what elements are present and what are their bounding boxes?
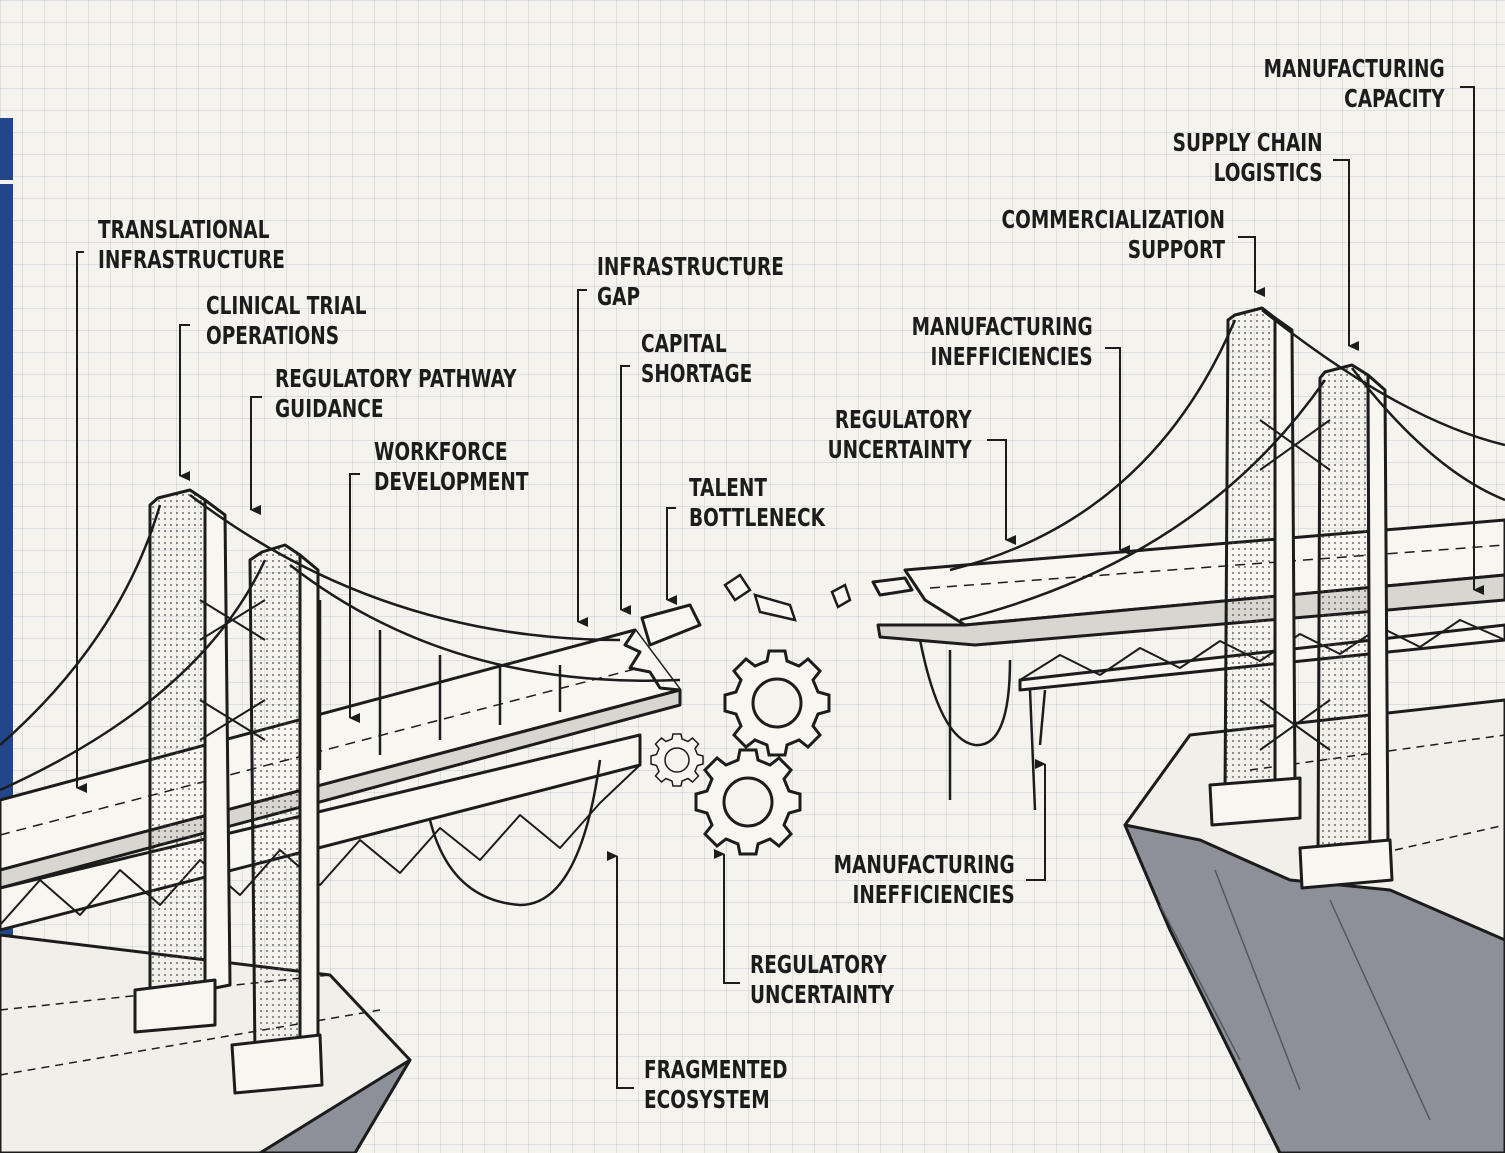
label-regulatory-uncertainty-top: REGULATORY UNCERTAINTY: [828, 405, 972, 465]
right-tower-front: [1298, 363, 1394, 890]
label-line: FRAGMENTED: [644, 1055, 788, 1084]
label-line: LOGISTICS: [1214, 158, 1323, 187]
leader-infrastructure-gap: [577, 289, 588, 627]
label-regulatory-pathway-guidance: REGULATORY PATHWAY GUIDANCE: [275, 364, 517, 424]
label-talent-bottleneck: TALENT BOTTLENECK: [689, 473, 825, 533]
leader-regulatory-pathway-guidance: [250, 396, 262, 515]
leader-translational-infrastructure: [76, 251, 87, 793]
leader-fragmented-ecosystem: [607, 851, 634, 1089]
label-line: UNCERTAINTY: [750, 980, 895, 1009]
label-line: TALENT: [689, 473, 768, 502]
leader-talent-bottleneck: [666, 507, 677, 605]
label-line: REGULATORY PATHWAY: [275, 364, 517, 393]
label-manufacturing-inefficiencies-top: MANUFACTURING INEFFICIENCIES: [912, 312, 1093, 372]
leader-supply-chain-logistics: [1333, 159, 1359, 351]
label-workforce-development: WORKFORCE DEVELOPMENT: [374, 437, 529, 497]
label-line: TRANSLATIONAL: [98, 215, 270, 244]
label-commercialization-support: COMMERCIALIZATION SUPPORT: [1002, 205, 1225, 265]
label-infrastructure-gap: INFRASTRUCTURE GAP: [597, 252, 784, 312]
label-supply-chain-logistics: SUPPLY CHAIN LOGISTICS: [1173, 128, 1323, 188]
left-tower-back: [133, 488, 266, 1034]
label-capital-shortage: CAPITAL SHORTAGE: [641, 329, 752, 389]
label-line: INFRASTRUCTURE: [98, 245, 285, 274]
label-line: DEVELOPMENT: [374, 467, 529, 496]
label-line: SUPPLY CHAIN: [1173, 128, 1323, 157]
debris: [723, 573, 852, 622]
gears: [650, 649, 831, 856]
label-line: INEFFICIENCIES: [930, 342, 1093, 371]
label-line: ECOSYSTEM: [644, 1085, 770, 1114]
label-line: SUPPORT: [1127, 235, 1225, 264]
right-cliff: [1123, 698, 1505, 1153]
label-line: MANUFACTURING: [911, 312, 1093, 341]
leader-manufacturing-inefficiencies-bottom: [1026, 759, 1046, 881]
label-line: OPERATIONS: [206, 321, 340, 350]
label-line: INFRASTRUCTURE: [597, 252, 784, 281]
label-manufacturing-inefficiencies-bottom: MANUFACTURING INEFFICIENCIES: [834, 850, 1015, 910]
label-line: COMMERCIALIZATION: [1001, 205, 1225, 234]
leader-capital-shortage: [620, 365, 631, 615]
gear-large: [723, 649, 831, 757]
label-line: REGULATORY: [835, 405, 972, 434]
leader-manufacturing-capacity: [1460, 86, 1484, 595]
label-regulatory-uncertainty-bottom: REGULATORY UNCERTAINTY: [750, 950, 894, 1010]
label-line: MANUFACTURING: [1263, 54, 1445, 83]
gear-medium: [694, 748, 802, 856]
label-clinical-trial-operations: CLINICAL TRIAL OPERATIONS: [206, 291, 367, 351]
label-line: REGULATORY: [750, 950, 887, 979]
label-line: GAP: [597, 282, 641, 311]
label-fragmented-ecosystem: FRAGMENTED ECOSYSTEM: [644, 1055, 788, 1115]
label-line: CAPACITY: [1344, 84, 1445, 113]
label-line: WORKFORCE: [374, 437, 508, 466]
leader-workforce-development: [349, 473, 360, 723]
leader-regulatory-uncertainty-bottom: [714, 849, 740, 984]
label-line: MANUFACTURING: [833, 850, 1015, 879]
leader-commercialization-support: [1238, 236, 1265, 297]
label-line: BOTTLENECK: [689, 503, 825, 532]
right-tower-back: [1208, 306, 1331, 827]
label-line: GUIDANCE: [275, 394, 384, 423]
label-line: CAPITAL: [641, 329, 727, 358]
label-line: SHORTAGE: [641, 359, 753, 388]
suspension-cables: [0, 309, 1505, 907]
leader-regulatory-uncertainty-top: [987, 439, 1016, 545]
label-manufacturing-capacity: MANUFACTURING CAPACITY: [1264, 54, 1445, 114]
left-tower-front: [230, 543, 324, 1095]
label-line: UNCERTAINTY: [827, 435, 972, 464]
leader-clinical-trial-operations: [179, 324, 190, 481]
label-line: INEFFICIENCIES: [852, 880, 1015, 909]
leader-lines: [76, 86, 1484, 1089]
leader-manufacturing-inefficiencies-top: [1105, 347, 1130, 555]
label-line: CLINICAL TRIAL: [206, 291, 367, 320]
gear-small: [650, 733, 704, 787]
right-bridge-deck: [871, 518, 1505, 692]
label-translational-infrastructure: TRANSLATIONAL INFRASTRUCTURE: [98, 215, 285, 275]
